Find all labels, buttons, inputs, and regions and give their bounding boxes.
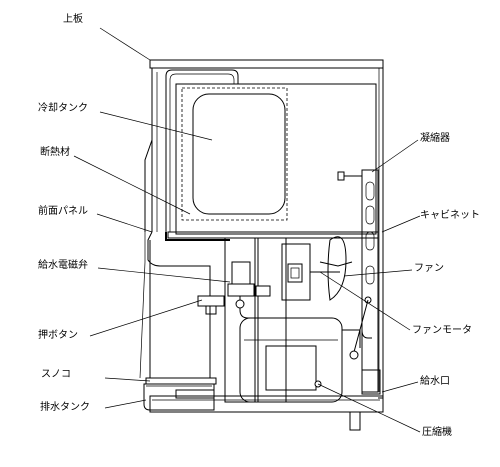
label-water-valve: 給水電磁弁 [38,260,88,271]
label-top-plate: 上板 [63,14,83,25]
compressor-shape [239,317,343,403]
fan-motor-shape [287,263,303,283]
label-condenser: 凝縮器 [420,133,450,144]
water-inlet-shape [361,369,381,395]
label-cooling-tank: 冷却タンク [38,103,88,114]
label-compressor: 圧縮機 [422,427,452,438]
foot [349,411,361,431]
label-drain-tank: 排水タンク [40,402,90,413]
label-front-panel: 前面パネル [38,206,88,217]
water-valve-shape [231,261,251,285]
drain-tank-shape [143,383,215,411]
fan-shape [327,236,347,301]
label-water-inlet: 給水口 [420,376,450,387]
label-fan-motor: ファンモータ [412,325,472,336]
base-shape [149,395,384,413]
top-plate-shape [149,59,384,69]
condenser-shape [361,169,379,393]
cooling-tank-shape [192,93,286,215]
label-push-button: 押ボタン [38,330,78,341]
drain-board-shape [145,377,217,385]
front-panel-shape [147,231,211,378]
label-cabinet: キャビネット [420,210,480,221]
label-fan: ファン [414,263,444,274]
label-drain-board: スノコ [41,369,71,380]
insulation-pipe [165,69,239,232]
label-insulation: 断熱材 [40,147,70,158]
push-button-shape [197,295,225,307]
